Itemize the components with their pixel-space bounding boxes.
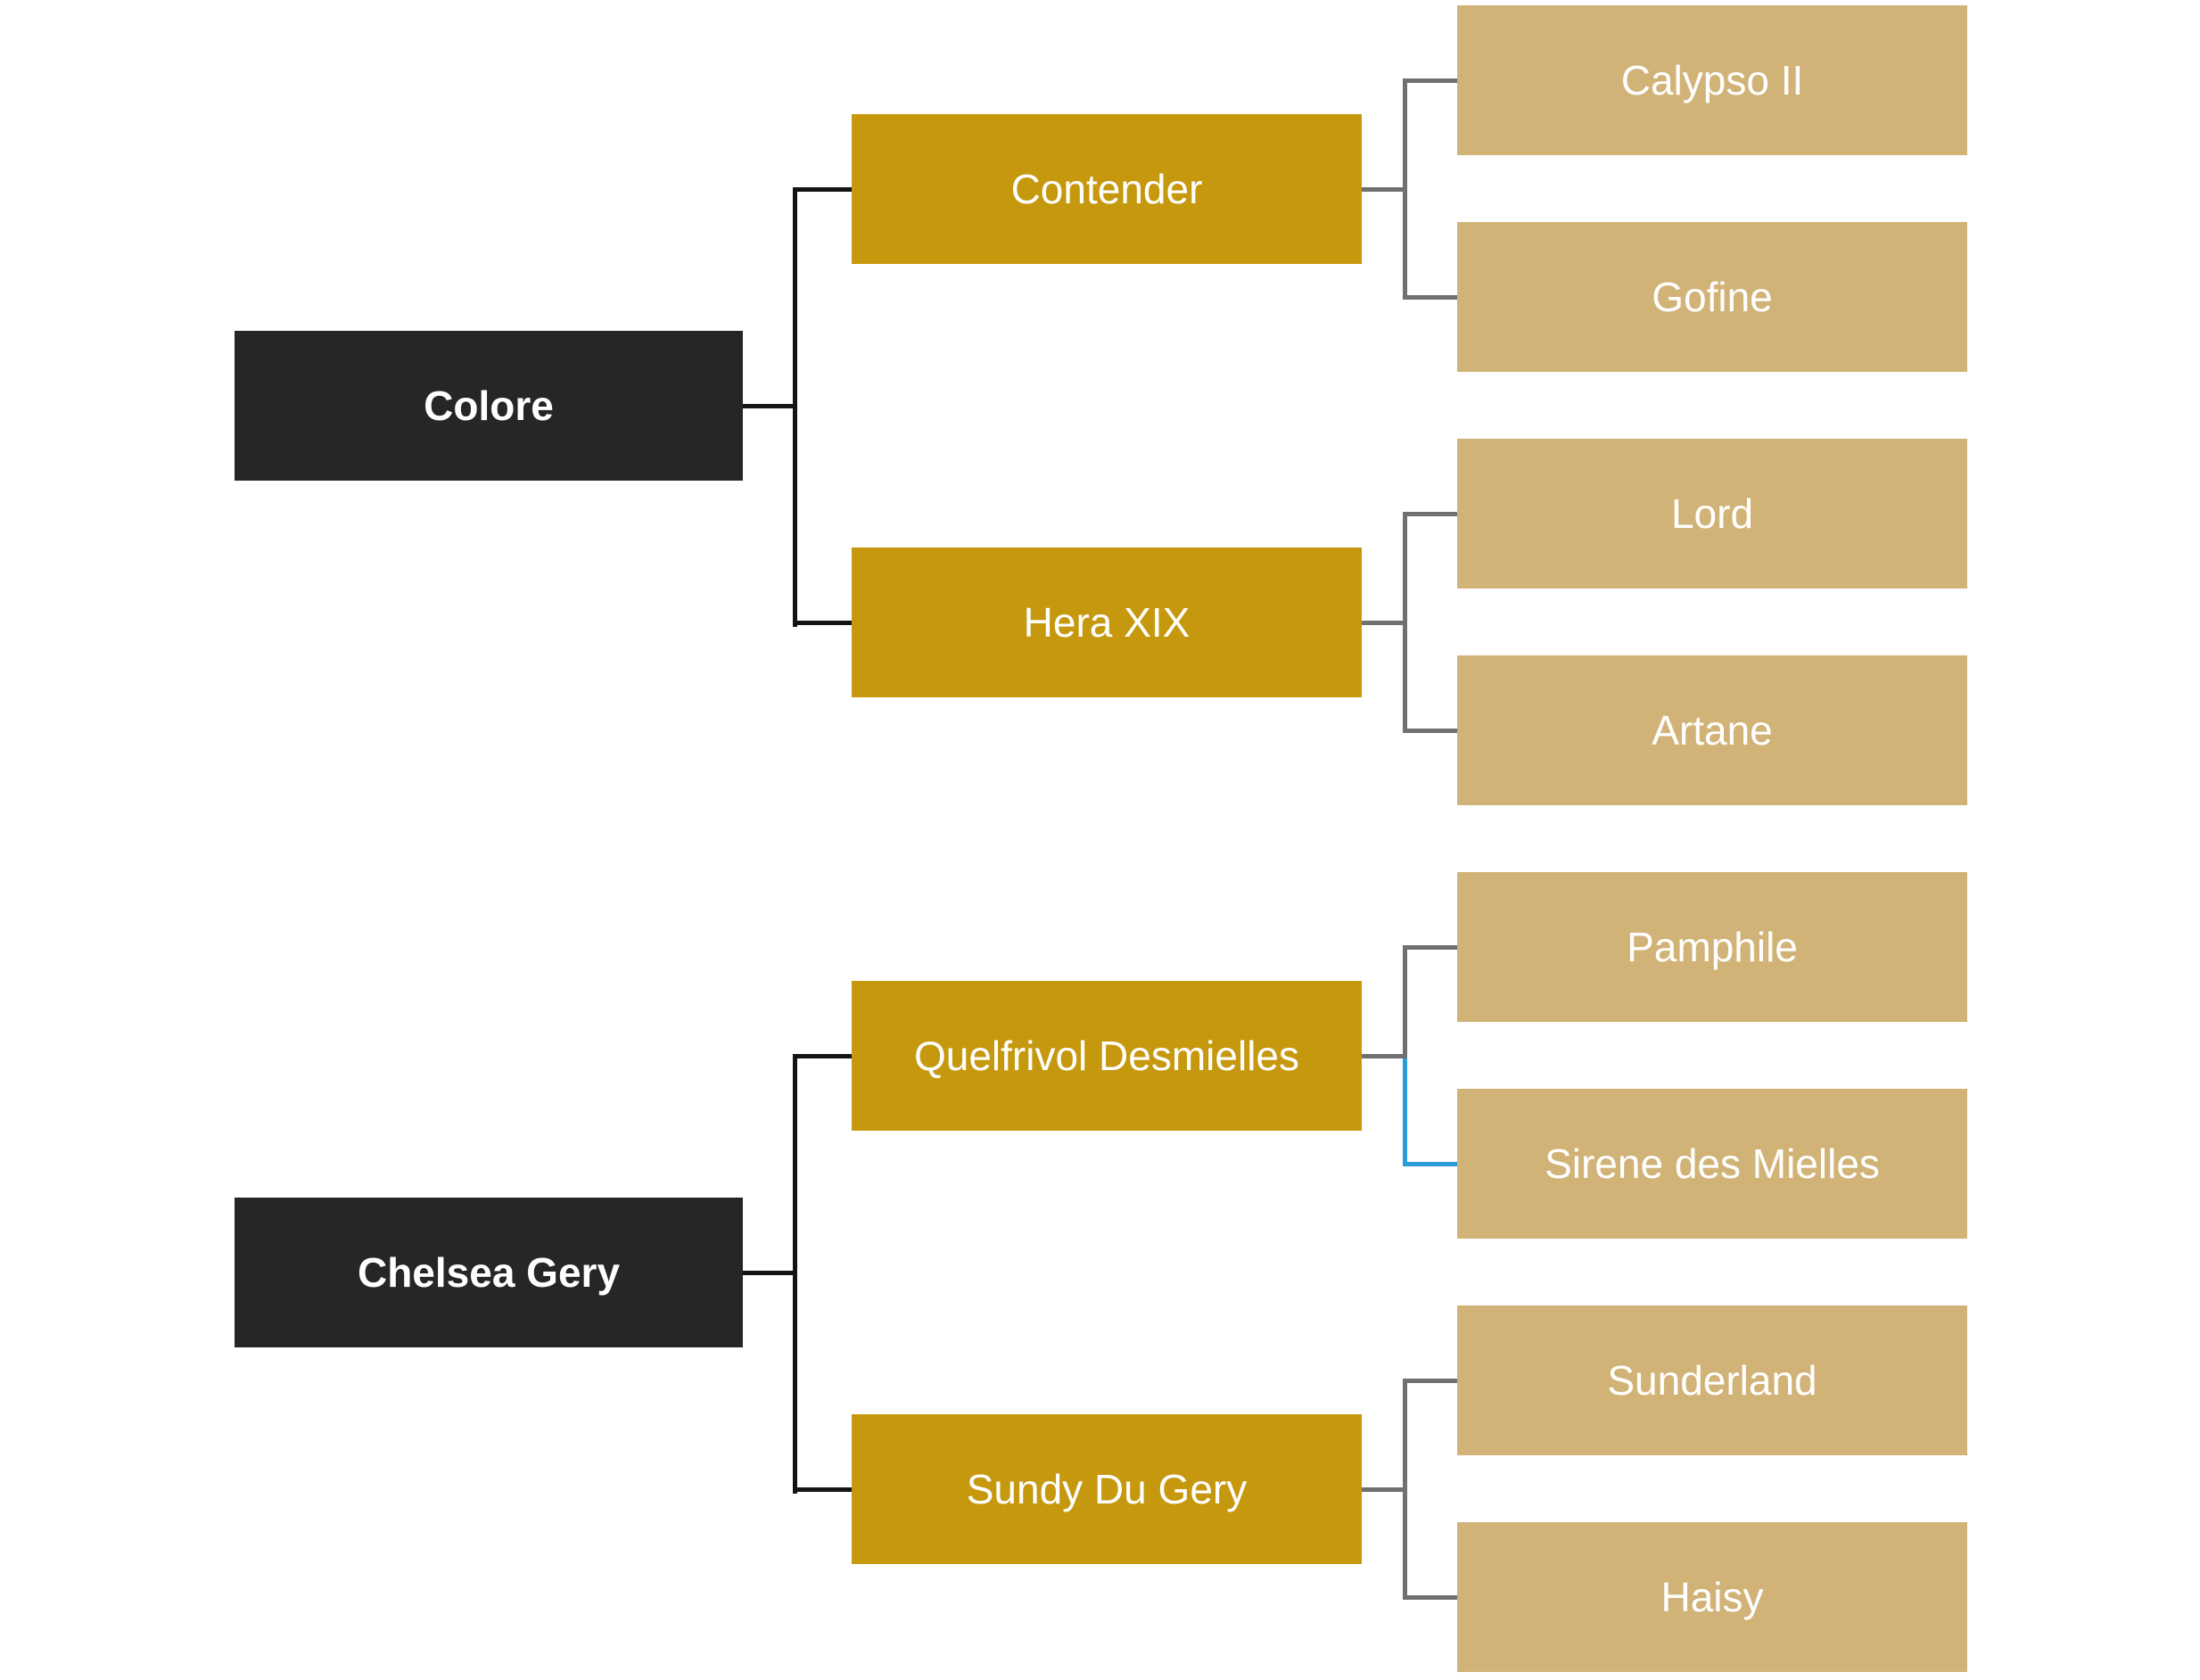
node-label: Hera XIX — [1023, 598, 1191, 646]
node-pamphile[interactable]: Pamphile — [1457, 872, 1967, 1022]
node-sundy-du-gery[interactable]: Sundy Du Gery — [852, 1414, 1362, 1564]
connector-chelsea-vertical — [793, 1054, 797, 1494]
connector-to-lord — [1407, 512, 1457, 516]
connector-to-artane — [1407, 729, 1457, 733]
node-label: Sirene des Mielles — [1545, 1140, 1880, 1187]
connector-hera-stub — [1362, 621, 1407, 625]
connector-contender-vertical — [1403, 78, 1407, 300]
connector-sundy-stub — [1362, 1487, 1407, 1492]
connector-to-pamphile — [1407, 945, 1457, 950]
node-colore[interactable]: Colore — [235, 331, 743, 481]
node-label: Artane — [1652, 706, 1773, 754]
node-label: Chelsea Gery — [357, 1248, 621, 1296]
connector-to-gofine — [1407, 295, 1457, 300]
connector-to-quelfrivol — [796, 1054, 852, 1058]
node-label: Quelfrivol Desmielles — [913, 1032, 1299, 1079]
node-label: Lord — [1670, 490, 1754, 537]
node-label: Pamphile — [1627, 923, 1798, 970]
connector-sundy-vertical — [1403, 1379, 1407, 1600]
node-gofine[interactable]: Gofine — [1457, 222, 1967, 372]
connector-quelfrivol-vertical-upper — [1403, 945, 1407, 1058]
connector-to-contender — [796, 187, 852, 192]
connector-to-calypso-ii — [1407, 78, 1457, 83]
connector-to-sunderland — [1407, 1379, 1457, 1383]
connector-chelsea-stub — [743, 1271, 796, 1275]
node-haisy[interactable]: Haisy — [1457, 1522, 1967, 1672]
connector-quelfrivol-stub — [1362, 1054, 1407, 1058]
node-label: Sunderland — [1607, 1356, 1817, 1404]
connector-hera-vertical — [1403, 512, 1407, 733]
connector-to-hera-xix — [796, 621, 852, 625]
connector-contender-stub — [1362, 187, 1407, 192]
node-quelfrivol-desmielles[interactable]: Quelfrivol Desmielles — [852, 981, 1362, 1131]
node-label: Colore — [424, 382, 554, 429]
node-label: Gofine — [1652, 273, 1773, 320]
node-sunderland[interactable]: Sunderland — [1457, 1305, 1967, 1455]
node-chelsea-gery[interactable]: Chelsea Gery — [235, 1198, 743, 1347]
connector-colore-stub — [743, 404, 796, 408]
node-label: Sundy Du Gery — [966, 1465, 1248, 1512]
node-label: Contender — [1010, 165, 1203, 212]
node-label: Haisy — [1660, 1573, 1764, 1620]
connector-highlight-vertical — [1403, 1058, 1407, 1166]
node-hera-xix[interactable]: Hera XIX — [852, 548, 1362, 697]
node-contender[interactable]: Contender — [852, 114, 1362, 264]
connector-to-sundy — [796, 1487, 852, 1492]
node-artane[interactable]: Artane — [1457, 655, 1967, 805]
connector-to-haisy — [1407, 1595, 1457, 1600]
node-sirene-des-mielles[interactable]: Sirene des Mielles — [1457, 1089, 1967, 1239]
connector-to-sirene-highlight — [1403, 1162, 1457, 1166]
node-label: Calypso II — [1620, 56, 1804, 103]
node-lord[interactable]: Lord — [1457, 439, 1967, 589]
node-calypso-ii[interactable]: Calypso II — [1457, 5, 1967, 155]
connector-colore-vertical — [793, 187, 797, 627]
